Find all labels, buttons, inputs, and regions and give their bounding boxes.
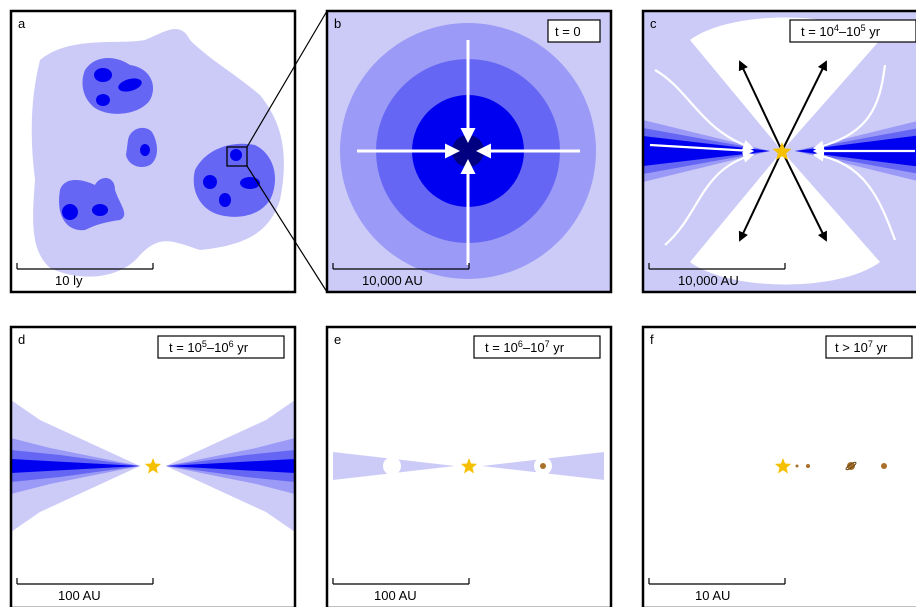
panel-letter-b: b <box>334 16 341 31</box>
scale-label-e: 100 AU <box>374 588 417 603</box>
time-label-f: t > 107 yr <box>835 339 888 355</box>
star-f <box>774 458 792 474</box>
panel-letter-c: c <box>650 16 657 31</box>
star-d <box>144 458 162 474</box>
zoom-box <box>226 146 248 167</box>
panel-e: e t = 106–107 yr 100 AU <box>325 325 613 607</box>
scale-label-d: 100 AU <box>58 588 101 603</box>
planet-3 <box>847 462 855 470</box>
panel-letter-a: a <box>18 16 26 31</box>
time-label-d: t = 105–106 yr <box>169 339 249 355</box>
scale-label-c: 10,000 AU <box>678 273 739 288</box>
panel-letter-d: d <box>18 332 25 347</box>
planet-2 <box>806 464 810 468</box>
panel-f: f t > 107 yr 10 AU <box>641 325 916 607</box>
protoplanet-e <box>540 463 546 469</box>
scale-label-b: 10,000 AU <box>362 273 423 288</box>
scale-label-f: 10 AU <box>695 588 730 603</box>
scale-label-a: 10 ly <box>55 273 83 288</box>
time-label-c: t = 104–105 yr <box>801 23 881 39</box>
time-label-e: t = 106–107 yr <box>485 339 565 355</box>
protostar-c <box>772 142 792 160</box>
panel-letter-f: f <box>650 332 654 347</box>
star-e <box>460 458 478 474</box>
panel-c: c t = 104–105 yr 10,000 AU <box>641 9 916 294</box>
time-label-b: t = 0 <box>555 24 581 39</box>
clump-4 <box>193 143 275 217</box>
panel-letter-e: e <box>334 332 341 347</box>
panel-d: d t = 105–106 yr 100 AU <box>9 325 297 607</box>
planet-1 <box>795 464 799 468</box>
panel-a: a 10 ly <box>9 9 297 294</box>
planet-4 <box>881 463 887 469</box>
panel-b: b t = 0 10,000 AU <box>325 9 613 294</box>
planet-3-ring <box>845 461 857 471</box>
